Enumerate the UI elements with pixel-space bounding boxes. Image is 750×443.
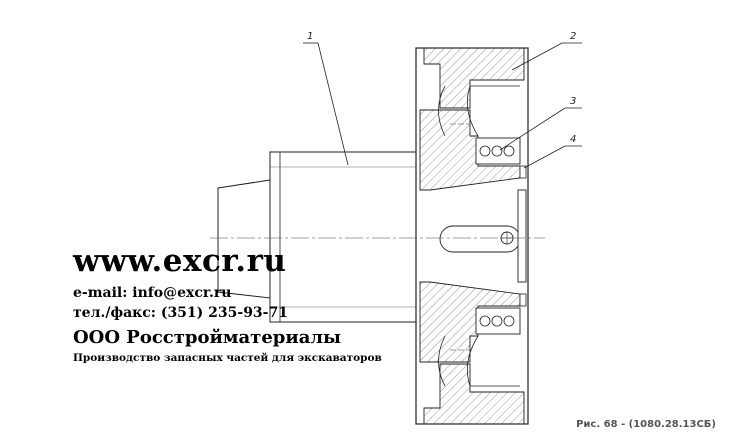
callout-1: 1 (303, 31, 349, 166)
callout-2-label: 2 (570, 31, 576, 42)
watermark-site: www.excr.ru (73, 243, 287, 279)
gear-rim-bottom (423, 363, 525, 425)
callout-3: 3 (499, 96, 582, 151)
watermark-phone: тел./факс: (351) 235-93-71 (73, 305, 288, 321)
hub-web-bottom (419, 281, 521, 363)
figure-caption: Рис. 68 - (1080.28.13СБ) (576, 419, 716, 430)
callout-1-label: 1 (307, 31, 313, 42)
watermark-email: e-mail: info@excr.ru (73, 285, 232, 301)
shaft-taper (217, 179, 271, 299)
callout-4-label: 4 (570, 134, 576, 145)
callout-2: 2 (511, 31, 582, 71)
callout-4: 4 (523, 134, 582, 169)
retaining-ring-bottom (519, 293, 527, 307)
watermark-company: ООО Росстройматериалы (73, 327, 342, 348)
retaining-ring-top (519, 165, 527, 179)
watermark-tagline: Производство запасных частей для экскава… (73, 352, 382, 364)
gear-rim-top (423, 47, 525, 109)
hub-web-top (419, 109, 521, 191)
bearing-top (475, 137, 521, 165)
bearing-bottom (475, 307, 521, 335)
shaft-body (269, 151, 417, 323)
callout-3-label: 3 (570, 96, 576, 107)
